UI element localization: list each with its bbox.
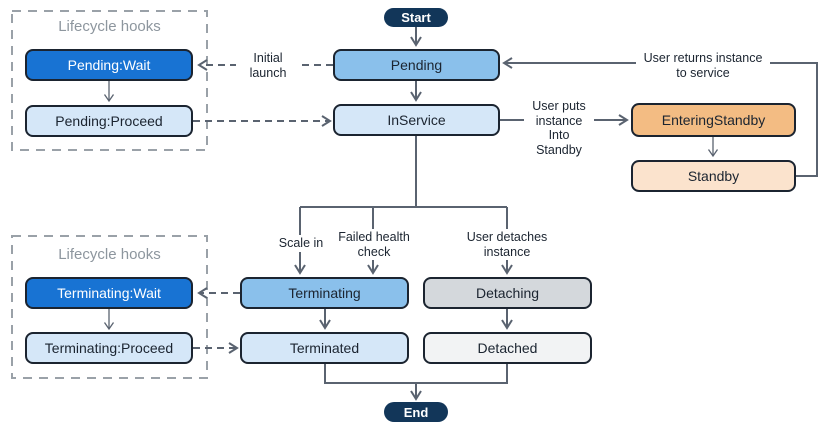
state-terminating: Terminating [240,277,409,309]
label-line: instance [535,113,583,128]
state-pending: Pending [333,49,500,81]
label-line: check [357,244,391,259]
label-line: launch [249,65,287,80]
pending-lifecycle-hooks-frame [11,10,208,151]
hook-terminating-wait: Terminating:Wait [25,277,193,309]
state-detaching: Detaching [423,277,592,309]
label-line: User puts [532,99,586,113]
state-inservice: InService [333,104,500,136]
lifecycle-hooks-title: Lifecycle hooks [58,18,161,35]
label-line: Into [548,128,570,142]
state-detached: Detached [423,332,592,364]
state-enteringstandby: EnteringStandby [631,103,796,137]
label-line: User returns instance [643,51,763,65]
start-node: Start [384,8,448,27]
label-line: Scale in [278,236,324,250]
terminating-lifecycle-hooks-frame [11,235,208,379]
edge-label-user-detaches-instance: User detaches instance [462,229,552,260]
label-line: instance [483,244,531,259]
label-line: Initial [253,51,283,65]
label-line: to service [676,65,730,80]
state-terminated: Terminated [240,332,409,364]
label-line: User detaches [466,230,548,244]
edge-label-initial-launch: Initial launch [236,50,300,81]
hook-terminating-proceed: Terminating:Proceed [25,332,193,364]
edge-label-scale-in: Scale in [271,235,331,252]
label-line: Failed health [338,230,410,244]
edge-merge-bar [324,364,508,384]
hook-pending-proceed: Pending:Proceed [25,105,193,137]
edge-label-failed-health-check: Failed health check [336,229,412,260]
lifecycle-hooks-title: Lifecycle hooks [58,246,161,263]
end-node: End [384,402,448,422]
edge-label-user-puts-instance-into-standby: User puts instance Into Standby [524,98,594,158]
state-standby: Standby [631,160,796,192]
edge-label-user-returns-instance: User returns instance to service [636,50,770,81]
label-line: Standby [536,142,582,157]
hook-pending-wait: Pending:Wait [25,49,193,81]
